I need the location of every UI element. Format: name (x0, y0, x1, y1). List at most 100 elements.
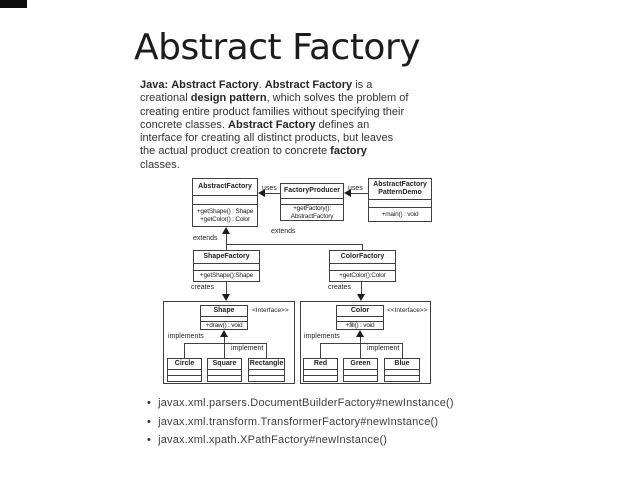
intro-line: interface for creating all distinct prod… (140, 132, 408, 145)
uml-text-line: +getColor() : Color (200, 215, 250, 223)
uml-class-rectangle: Rectangle (248, 358, 285, 382)
uml-text-line: Color (350, 306, 370, 314)
uml-text-line: ColorFactory (340, 253, 385, 261)
uml-arrowhead-down-icon (222, 294, 230, 301)
uml-text-line: Circle (174, 360, 195, 368)
uml-text-line: Shape (213, 306, 235, 314)
uml-title-compartment: Square (208, 359, 241, 369)
intro-run: defines an (315, 118, 370, 131)
uml-text-line: +getShape() : Shape (196, 208, 254, 216)
uml-connector-line (184, 343, 185, 358)
uml-connector-line (184, 343, 267, 344)
uml-methods-compartment: +getFactory():AbstractFactory (281, 204, 343, 220)
uml-connector-line (360, 343, 361, 358)
uml-arrowhead-left-icon (258, 189, 265, 197)
uml-title-compartment: Color (337, 306, 383, 316)
intro-bold-run: Java: (140, 79, 169, 91)
uml-title-compartment: ColorFactory (330, 251, 395, 263)
uml-title-compartment: AbstractFactory (193, 179, 257, 195)
uml-text-line: +getFactory(): (293, 205, 331, 213)
uml-label-implement-right: implement (367, 345, 400, 352)
uml-connector-line (226, 234, 227, 250)
bullet-dot-icon: • (147, 415, 152, 428)
intro-line: creational design pattern, which solves … (140, 92, 408, 105)
uml-methods-compartment: +fill() : void (337, 320, 383, 329)
uml-text-line: +getShape():Shape (199, 272, 254, 280)
intro-bold-run: factory (330, 145, 367, 158)
uml-empty-compartment (344, 375, 377, 381)
bullet-list: • javax.xml.parsers.DocumentBuilderFactor… (147, 398, 454, 454)
uml-label-uses-1: uses (262, 185, 277, 192)
uml-text-line: AbstractFactory (373, 181, 427, 189)
uml-class-colorfactory: ColorFactory +getColor():Color (329, 250, 396, 282)
uml-text-line: +main() : void (381, 210, 419, 218)
uml-label-uses-2: uses (348, 185, 363, 192)
uml-connector-line (224, 343, 225, 358)
uml-label-interface-left: <Interface>> (252, 307, 289, 314)
uml-methods-compartment: +getShape():Shape (194, 270, 259, 281)
uml-arrowhead-left-icon (344, 189, 351, 197)
uml-connector-line (224, 337, 225, 343)
uml-methods-compartment: +getShape() : Shape+getColor() : Color (193, 204, 257, 226)
uml-text-line: AbstractFactory (290, 212, 334, 220)
uml-connector-line (402, 343, 403, 358)
uml-text-line: Square (212, 360, 237, 368)
bullet-text: javax.xml.parsers.DocumentBuilderFactory… (158, 397, 454, 409)
uml-empty-compartment (168, 369, 201, 375)
intro-line: classes. (140, 159, 408, 172)
bullet-dot-icon: • (147, 434, 152, 446)
uml-text-line: ShapeFactory (203, 253, 250, 261)
uml-connector-line (264, 193, 280, 194)
uml-methods-compartment: +getColor():Color (330, 270, 395, 281)
intro-run: is a (352, 79, 373, 91)
uml-connector-line (226, 282, 227, 295)
uml-label-implement-left: implement (231, 345, 264, 352)
uml-empty-compartment (208, 375, 241, 381)
uml-empty-compartment (168, 375, 201, 381)
uml-class-square: Square (207, 358, 242, 382)
uml-class-blue: Blue (384, 358, 420, 382)
uml-empty-compartment (193, 195, 257, 204)
intro-bold-run: design pattern (190, 92, 267, 105)
intro-bold-run: Abstract Factory (171, 79, 259, 91)
uml-label-extends-left: extends (193, 235, 218, 242)
uml-title-compartment: Red (304, 359, 337, 369)
intro-run: concrete classes. (140, 118, 229, 131)
uml-label-interface-right: <<Interface>> (387, 307, 428, 314)
uml-connector-line (320, 343, 321, 358)
uml-label-creates-right: creates (328, 284, 351, 291)
intro-bold-run: Abstract Factory (264, 79, 353, 91)
uml-label-creates-left: creates (191, 284, 214, 291)
corner-mark (0, 0, 27, 8)
intro-bold-run: Abstract Factory (228, 118, 316, 131)
uml-connector-line (361, 282, 362, 295)
uml-title-compartment: Green (344, 359, 377, 369)
uml-label-implements-left: implements (168, 333, 204, 340)
uml-empty-compartment (304, 375, 337, 381)
bullet-dot-icon: • (147, 397, 152, 409)
uml-empty-compartment (330, 263, 395, 270)
uml-text-line: +draw() : void (205, 321, 243, 329)
uml-text-line: +getColor():Color (339, 272, 386, 280)
uml-text-line: Green (350, 360, 371, 368)
uml-empty-compartment (344, 369, 377, 375)
uml-connector-line (360, 337, 361, 343)
bullet-text: javax.xml.xpath.XPathFactory#newInstance… (158, 434, 388, 446)
uml-connector-line (362, 244, 363, 250)
intro-line: creating entire product families without… (140, 106, 408, 119)
uml-connector-line (226, 244, 362, 245)
uml-title-compartment: Circle (168, 359, 201, 369)
uml-label-extends-right: extends (271, 228, 296, 235)
uml-text-line: Red (313, 360, 328, 368)
intro-line: the actual product creation to concrete … (140, 145, 408, 158)
uml-label-implements-right: implements (304, 333, 340, 340)
uml-class-shapefactory: ShapeFactory +getShape():Shape (193, 250, 260, 282)
bullet-item: • javax.xml.parsers.DocumentBuilderFactor… (147, 398, 454, 409)
uml-empty-compartment (304, 369, 337, 375)
bullet-item: •javax.xml.transform.TransformerFactory#… (147, 415, 454, 428)
intro-line: Java: Abstract Factory. Abstract Factory… (140, 79, 408, 92)
uml-connector-line (320, 343, 403, 344)
uml-empty-compartment (337, 315, 383, 321)
